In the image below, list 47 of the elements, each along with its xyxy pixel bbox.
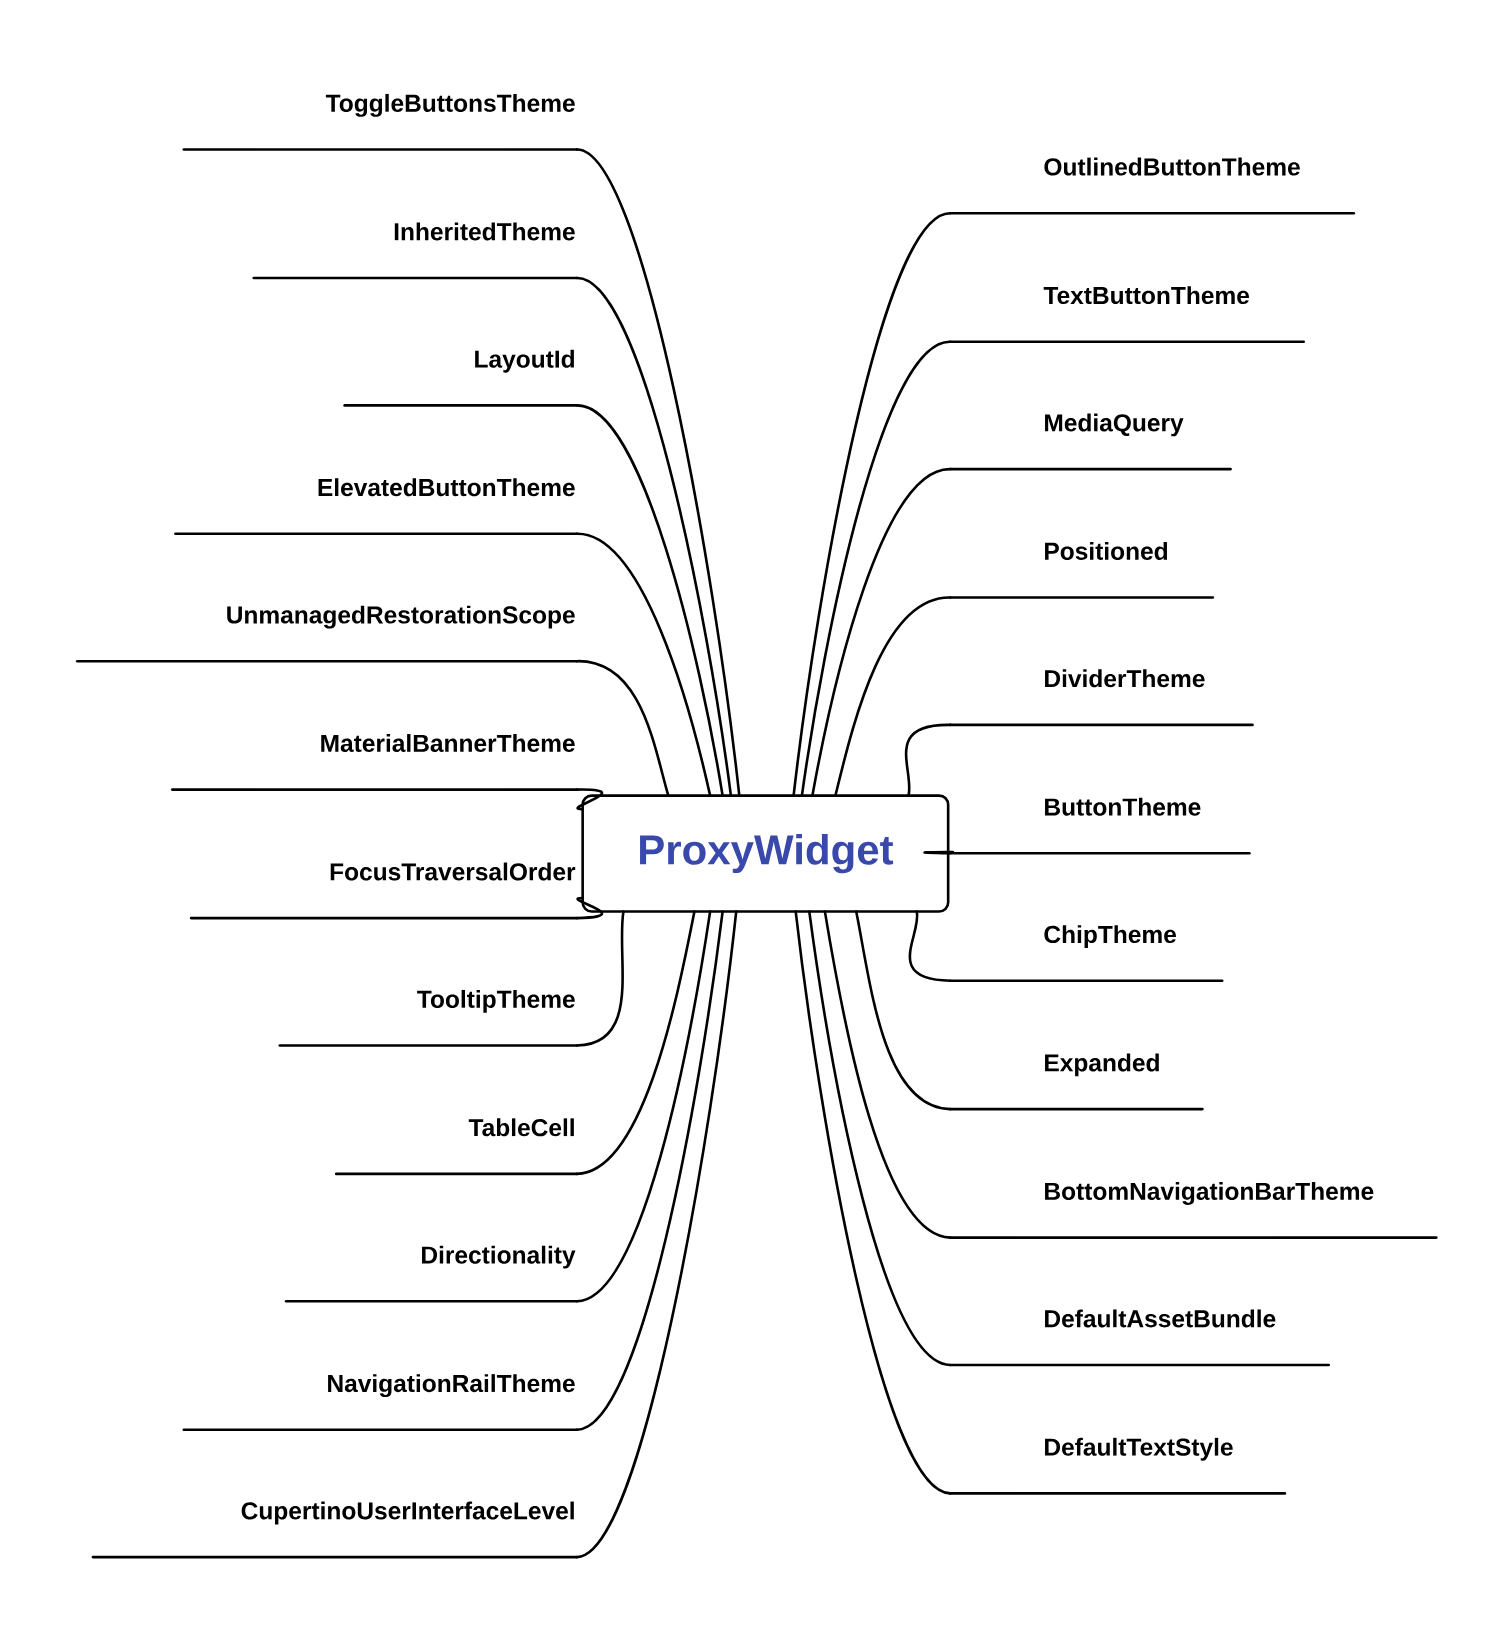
connector-line [823,910,952,1239]
connector-line [811,467,952,797]
underlined-label: ElevatedButtonTheme [174,478,579,536]
connector-line [575,404,724,797]
underlined-label: ButtonTheme [948,797,1251,855]
connector-line [854,910,952,1111]
underlined-label: UnmanagedRestorationScope [76,605,579,663]
connector-line [575,910,738,1559]
underlined-label: BottomNavigationBarTheme [948,1182,1438,1239]
connector-line [794,910,952,1495]
underlined-label: DividerTheme [948,669,1254,727]
underlined-label: MaterialBannerTheme [171,734,579,791]
underlined-label: Directionality [284,1245,579,1303]
underlined-label: InheritedTheme [252,222,579,280]
connector-line [575,659,670,797]
connector-line [575,910,712,1303]
underlined-label: DefaultTextStyle [948,1437,1287,1495]
connector-line [904,723,952,797]
connector-line [800,340,952,797]
connector-line [834,596,952,797]
underlined-label: ToggleButtonsTheme [182,93,579,151]
connector-line [575,532,712,797]
connector-line [575,910,724,1431]
connector-line [575,276,733,797]
connector-line [575,910,625,1047]
connector-line [808,910,952,1367]
underlined-label: Expanded [948,1053,1204,1111]
central-box: ProxyWidget [581,794,950,913]
underlined-label: FocusTraversalOrder [189,862,579,920]
connector-line [575,148,741,797]
connector-line [908,910,952,982]
connector-line [575,896,603,920]
underlined-label: DefaultAssetBundle [948,1309,1330,1367]
underlined-label: MediaQuery [948,413,1232,471]
connector-line [575,910,696,1176]
underlined-label: NavigationRailTheme [182,1374,579,1431]
underlined-label: ChipTheme [948,925,1224,982]
underlined-label: Positioned [948,541,1215,599]
underlined-label: CupertinoUserInterfaceLevel [91,1501,579,1559]
underlined-label: TextButtonTheme [948,286,1305,343]
underlined-label: OutlinedButtonTheme [948,157,1356,215]
underlined-label: TableCell [334,1118,579,1176]
connector-line [792,211,952,797]
connector-line [923,850,954,855]
underlined-label: TooltipTheme [278,989,579,1047]
connector-line [575,788,603,811]
underlined-label: LayoutId [343,349,579,407]
